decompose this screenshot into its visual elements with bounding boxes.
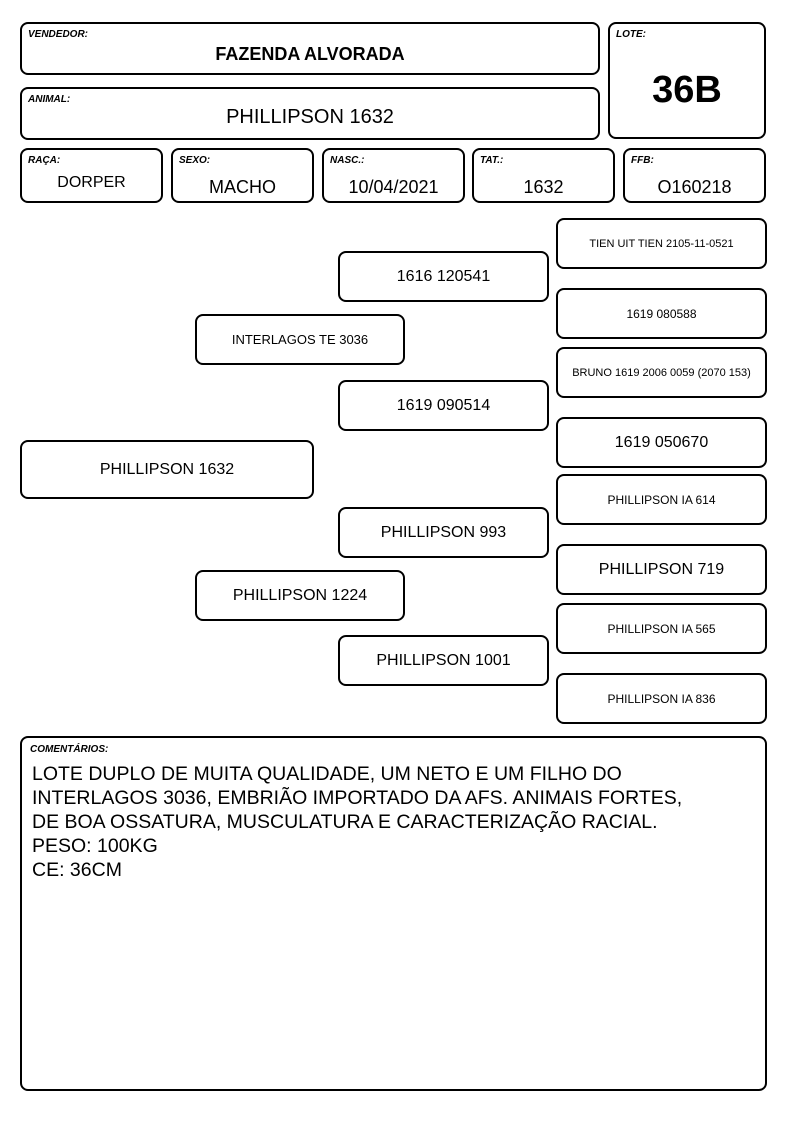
ffb-value: O160218: [657, 177, 732, 197]
lote-value: 36B: [652, 69, 722, 111]
ffb-label: FFB:: [631, 155, 654, 166]
pedigree-sire-sire: 1616 120541: [338, 251, 549, 302]
pedigree-dam: PHILLIPSON 1224: [195, 570, 405, 621]
comments-text: LOTE DUPLO DE MUITA QUALIDADE, UM NETO E…: [32, 762, 755, 882]
comments-box: COMENTÁRIOS: LOTE DUPLO DE MUITA QUALIDA…: [20, 736, 767, 1091]
nasc-value: 10/04/2021: [348, 177, 439, 197]
tat-box: TAT.: 1632: [472, 148, 615, 203]
sexo-value: MACHO: [209, 177, 276, 197]
lote-label: LOTE:: [616, 29, 646, 40]
sexo-box: SEXO: MACHO: [171, 148, 314, 203]
tat-label: TAT.:: [480, 155, 504, 166]
pedigree-dam-sire-dam: PHILLIPSON 719: [556, 544, 767, 595]
raca-value: DORPER: [57, 174, 126, 191]
animal-value: PHILLIPSON 1632: [226, 106, 394, 128]
comment-line: LOTE DUPLO DE MUITA QUALIDADE, UM NETO E…: [32, 763, 622, 785]
pedigree-animal: PHILLIPSON 1632: [20, 440, 314, 499]
comment-line: DE BOA OSSATURA, MUSCULATURA E CARACTERI…: [32, 811, 658, 833]
pedigree-dam-dam-dam: PHILLIPSON IA 836: [556, 673, 767, 724]
vendedor-box: VENDEDOR: FAZENDA ALVORADA: [20, 22, 600, 75]
pedigree-sire-dam-dam: 1619 050670: [556, 417, 767, 468]
animal-label: ANIMAL:: [28, 94, 71, 105]
comment-line: PESO: 100KG: [32, 835, 158, 857]
comment-line: CE: 36CM: [32, 859, 122, 881]
pedigree-sire-dam: 1619 090514: [338, 380, 549, 431]
nasc-label: NASC.:: [330, 155, 365, 166]
pedigree-dam-sire-sire: PHILLIPSON IA 614: [556, 474, 767, 525]
sexo-label: SEXO:: [179, 155, 211, 166]
animal-box: ANIMAL: PHILLIPSON 1632: [20, 87, 600, 140]
pedigree-sire-sire-dam: 1619 080588: [556, 288, 767, 339]
vendedor-value: FAZENDA ALVORADA: [215, 44, 405, 64]
nasc-box: NASC.: 10/04/2021: [322, 148, 465, 203]
pedigree-dam-dam-sire: PHILLIPSON IA 565: [556, 603, 767, 654]
lote-box: LOTE: 36B: [608, 22, 766, 139]
pedigree-sire-dam-sire: BRUNO 1619 2006 0059 (2070 153): [556, 347, 767, 398]
raca-box: RAÇA: DORPER: [20, 148, 163, 203]
ffb-box: FFB: O160218: [623, 148, 766, 203]
pedigree-sire-sire-sire: TIEN UIT TIEN 2105-11-0521: [556, 218, 767, 269]
raca-label: RAÇA:: [28, 155, 61, 166]
comments-label: COMENTÁRIOS:: [30, 744, 109, 755]
pedigree-dam-dam: PHILLIPSON 1001: [338, 635, 549, 686]
vendedor-label: VENDEDOR:: [28, 29, 89, 40]
tat-value: 1632: [523, 177, 564, 197]
pedigree-sire: INTERLAGOS TE 3036: [195, 314, 405, 365]
comment-line: INTERLAGOS 3036, EMBRIÃO IMPORTADO DA AF…: [32, 787, 683, 809]
pedigree-dam-sire: PHILLIPSON 993: [338, 507, 549, 558]
